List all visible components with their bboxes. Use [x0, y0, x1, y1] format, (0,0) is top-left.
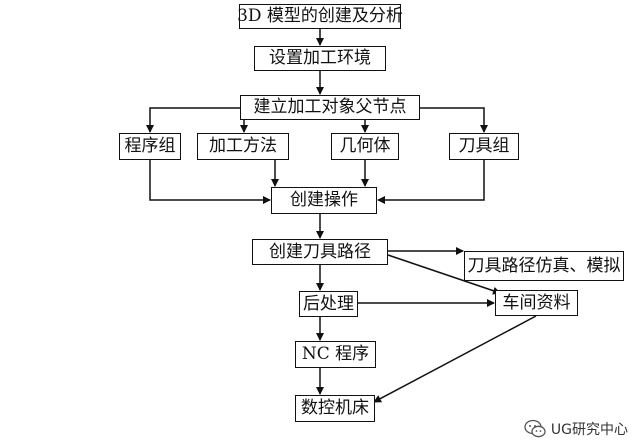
watermark-text: UG研究中心: [550, 422, 628, 438]
edge-n3-n7: [420, 107, 488, 133]
node-toolpath-simulation: 刀具路径仿真、模拟: [464, 251, 624, 281]
node-cnc-machine: 数控机床: [295, 395, 375, 422]
edge-n4-n8: [149, 160, 271, 204]
node-shop-docs: 车间资料: [495, 290, 578, 316]
edge-n7-n8: [377, 160, 485, 204]
edge-n12-n14: [373, 315, 537, 403]
node-program-group: 程序组: [119, 133, 181, 160]
watermark: UG研究中心: [524, 419, 628, 439]
node-nc-program: NC 程序: [295, 341, 376, 368]
node-tool-group: 刀具组: [449, 133, 519, 160]
edge-n9-n12: [387, 254, 501, 295]
node-machining-method: 加工方法: [197, 133, 289, 160]
node-post-processing: 后处理: [299, 291, 358, 317]
node-create-operation: 创建操作: [271, 187, 377, 214]
node-3d-model: 3D 模型的创建及分析: [237, 4, 403, 29]
node-setup-environment: 设置加工环境: [254, 46, 386, 71]
node-parent-nodes: 建立加工对象父节点: [240, 95, 420, 120]
edge-n3-n4: [146, 107, 240, 133]
wechat-icon: [524, 419, 546, 438]
node-create-toolpath: 创建刀具路径: [252, 239, 388, 265]
node-geometry: 几何体: [331, 133, 399, 160]
